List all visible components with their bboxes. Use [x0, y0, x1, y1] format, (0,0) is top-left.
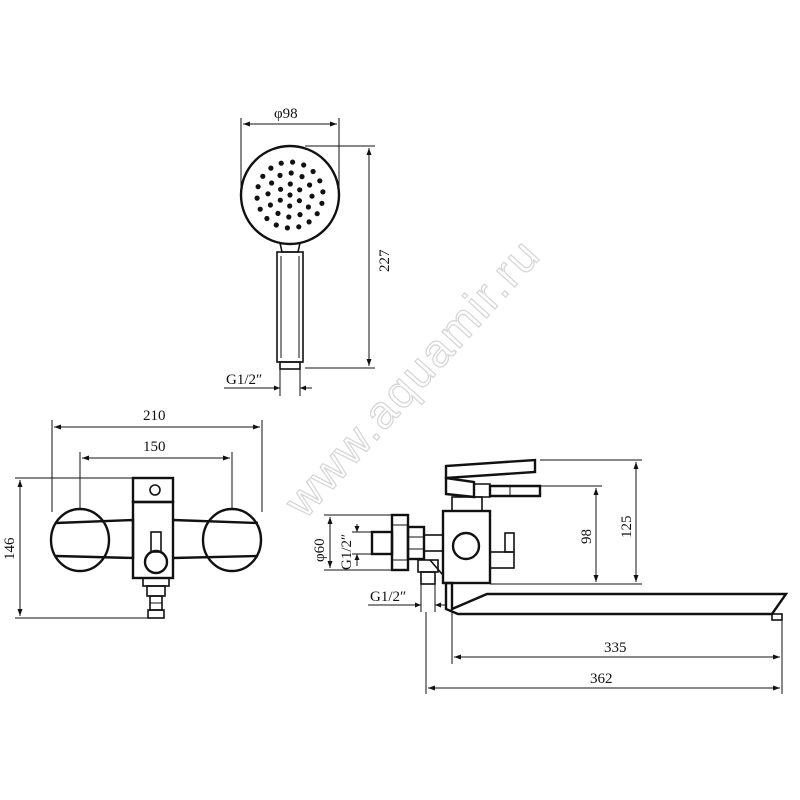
- nozzle-hole: [269, 180, 275, 186]
- nozzle-hole: [273, 222, 279, 228]
- shower-thread-label: G1/2″: [226, 372, 262, 388]
- nozzle-hole: [277, 172, 283, 178]
- nozzle-hole: [290, 159, 296, 165]
- shower-nozzles: [254, 159, 326, 231]
- front-view-dimensions: [15, 420, 263, 619]
- nozzle-hole: [309, 193, 315, 199]
- side-upper-height-label: 125: [619, 516, 635, 539]
- front-view-drawing: [49, 476, 263, 619]
- nozzle-hole: [314, 211, 320, 217]
- nozzle-hole: [297, 187, 303, 193]
- nozzle-hole: [265, 191, 271, 197]
- front-width-label: 210: [143, 408, 166, 424]
- nozzle-hole: [255, 184, 261, 190]
- nozzle-hole: [267, 202, 273, 208]
- shower-height-label: 227: [377, 249, 393, 272]
- nozzle-hole: [305, 204, 311, 210]
- nozzle-hole: [299, 174, 305, 180]
- nozzle-hole: [306, 219, 312, 225]
- nozzle-hole: [310, 168, 316, 175]
- front-height-label: 146: [2, 537, 18, 560]
- nozzle-hole: [277, 197, 283, 203]
- nozzle-hole: [287, 192, 293, 198]
- side-spout-length-label: 335: [604, 640, 627, 656]
- nozzle-hole: [287, 203, 293, 209]
- nozzle-hole: [254, 195, 260, 201]
- nozzle-hole: [288, 170, 294, 176]
- nozzle-hole: [297, 212, 303, 218]
- side-view-dimensions: [324, 459, 783, 694]
- nozzle-hole: [286, 214, 292, 220]
- side-inlet-thread-label: G1/2″: [370, 589, 406, 605]
- nozzle-hole: [268, 165, 274, 171]
- shower-diameter-label: φ98: [274, 106, 298, 122]
- side-outlet-diameter-label: φ60: [312, 538, 328, 562]
- nozzle-hole: [264, 215, 270, 222]
- shower-head-drawing: [239, 144, 341, 370]
- nozzle-hole: [296, 224, 302, 230]
- side-lower-height-label: 98: [579, 529, 595, 544]
- side-total-length-label: 362: [590, 671, 613, 687]
- nozzle-hole: [319, 200, 325, 206]
- nozzle-hole: [320, 189, 326, 195]
- front-centers-label: 150: [143, 439, 166, 455]
- side-outlet-thread-label: G1/2″: [339, 534, 355, 570]
- nozzle-hole: [296, 198, 302, 204]
- nozzle-hole: [287, 181, 293, 187]
- nozzle-hole: [301, 162, 307, 168]
- side-view-drawing: [370, 458, 789, 621]
- nozzle-hole: [257, 206, 263, 212]
- nozzle-hole: [278, 160, 284, 166]
- nozzle-hole: [284, 225, 290, 231]
- nozzle-hole: [260, 173, 266, 179]
- shower-head-dimensions: [224, 118, 375, 396]
- nozzle-hole: [317, 178, 323, 184]
- watermark-text: www.aquamir.ru: [273, 228, 550, 528]
- nozzle-hole: [307, 182, 313, 188]
- nozzle-hole: [275, 210, 281, 216]
- nozzle-hole: [278, 186, 284, 192]
